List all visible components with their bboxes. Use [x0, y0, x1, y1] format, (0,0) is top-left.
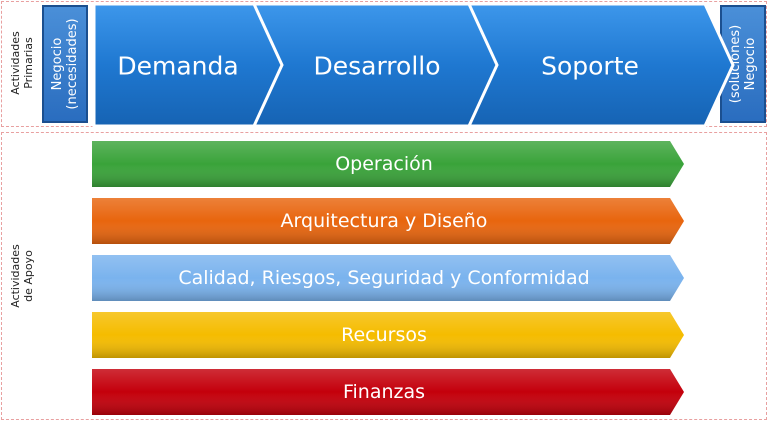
bar-label-architecture: Arquitectura y Diseño: [280, 210, 488, 232]
bar-layer: [92, 141, 684, 415]
chevron-label-support: Soporte: [541, 51, 639, 81]
chevron-label-demand: Demanda: [117, 51, 239, 81]
chevron-label-development: Desarrollo: [313, 51, 441, 81]
bar-architecture-shading: [92, 198, 684, 244]
bar-operation-shading: [92, 141, 684, 187]
chevron-layer: [92, 2, 735, 128]
bar-quality-shading: [92, 255, 684, 301]
business-needs-box: [42, 5, 88, 123]
bar-finance-shading: [92, 369, 684, 415]
bar-label-finance: Finanzas: [342, 381, 426, 403]
chevron-support: [466, 2, 735, 128]
bar-label-resources: Recursos: [341, 324, 427, 346]
bar-resources-shading: [92, 312, 684, 358]
bar-label-operation: Operación: [335, 153, 433, 175]
bar-label-quality: Calidad, Riesgos, Seguridad y Conformida…: [178, 267, 590, 289]
